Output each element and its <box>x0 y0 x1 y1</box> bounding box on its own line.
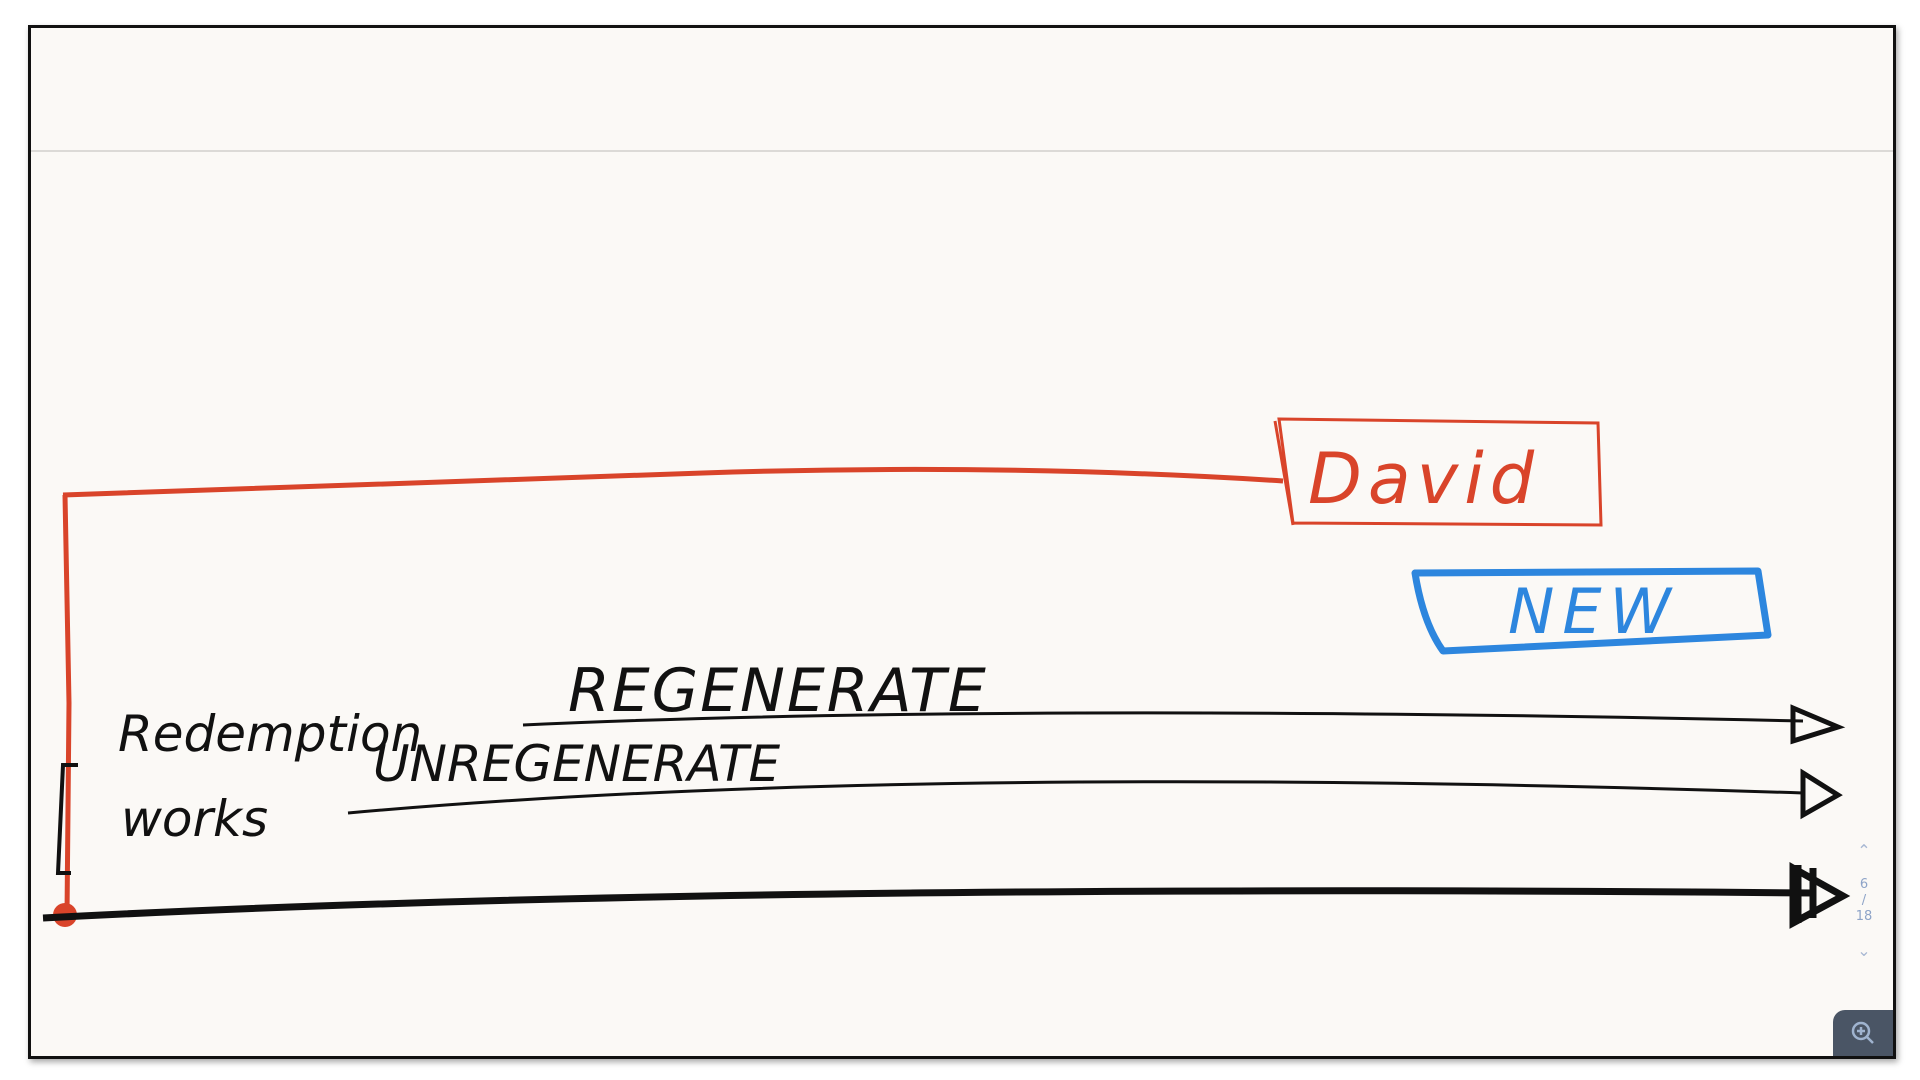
new-label: NEW <box>1508 575 1679 648</box>
total-pages: 18 <box>1855 909 1873 924</box>
chevron-up-icon[interactable]: ⌃ <box>1857 841 1871 860</box>
regenerate-label: REGENERATE <box>568 656 988 726</box>
arrow-head <box>1790 704 1846 745</box>
arrow-head <box>1789 862 1851 929</box>
unregenerate-label: UNREGENERATE <box>373 735 781 793</box>
zoom-in-icon <box>1851 1021 1874 1044</box>
arrow-head <box>1800 768 1843 820</box>
bracket <box>55 763 78 875</box>
chevron-down-icon[interactable]: ⌄ <box>1857 941 1871 960</box>
main-timeline-line <box>42 887 1814 922</box>
current-page: 6 <box>1859 877 1869 892</box>
header-divider <box>31 150 1893 152</box>
unregenerate-line <box>347 780 1804 815</box>
david-label: David <box>1308 438 1540 520</box>
page-separator: / <box>1861 893 1867 908</box>
zoom-in-button[interactable] <box>1833 1010 1893 1056</box>
whiteboard-frame: David NEW REGENERATE UNREGENERATE Redemp… <box>28 25 1896 1059</box>
redemption-label: Redemption <box>118 705 422 763</box>
red-vertical-line <box>62 494 72 916</box>
red-horizontal-line <box>62 466 1284 498</box>
whiteboard-canvas: David NEW REGENERATE UNREGENERATE Redemp… <box>42 417 1851 929</box>
regenerate-line <box>522 711 1804 727</box>
david-box <box>1273 417 1603 527</box>
page-indicator: ⌃ 6 / 18 ⌄ <box>1849 843 1879 959</box>
works-label: works <box>121 790 268 848</box>
new-box <box>1411 567 1772 655</box>
